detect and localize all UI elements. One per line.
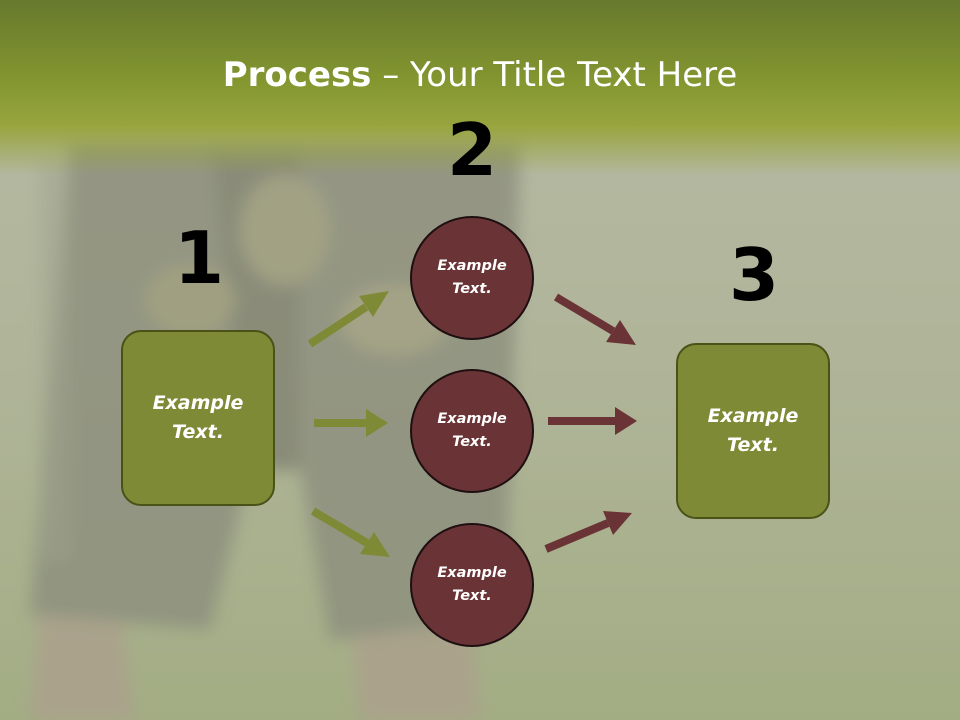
slide-title: Process – Your Title Text Here (0, 52, 960, 98)
middle-circle-2: Example Text. (410, 369, 534, 493)
end-box-label: Example Text. (707, 405, 799, 456)
arrow-circle-1-to-end (553, 293, 636, 345)
step-number-2: 2 (446, 108, 498, 192)
middle-circle-1-label: Example Text. (437, 258, 507, 297)
middle-circle-3: Example Text. (410, 523, 534, 647)
step-number-3: 3 (728, 233, 780, 317)
middle-circle-2-label: Example Text. (437, 411, 507, 450)
start-box: Example Text. (121, 330, 275, 506)
end-box: Example Text. (676, 343, 830, 519)
arrow-start-to-circle-3 (310, 507, 390, 557)
title-bold-part: Process (222, 55, 372, 95)
middle-circle-3-label: Example Text. (437, 565, 507, 604)
arrow-circle-2-to-end (548, 407, 637, 435)
arrow-start-to-circle-1 (307, 291, 389, 348)
start-box-label: Example Text. (152, 392, 244, 443)
header-band (0, 0, 960, 175)
title-regular-part: – Your Title Text Here (371, 55, 738, 95)
middle-circle-1: Example Text. (410, 216, 534, 340)
step-number-1: 1 (173, 216, 225, 300)
arrow-start-to-circle-2 (314, 409, 388, 437)
arrow-circle-3-to-end (544, 511, 632, 553)
